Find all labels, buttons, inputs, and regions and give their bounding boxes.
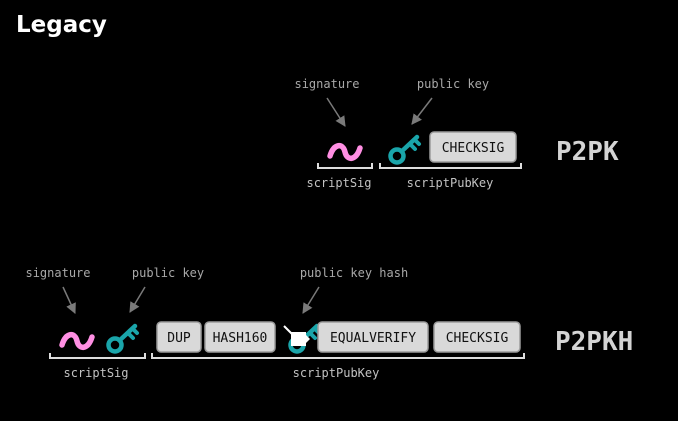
opcode-dup: DUP <box>156 321 202 353</box>
public-key-arrow <box>411 97 433 125</box>
scriptpubkey-label: scriptPubKey <box>293 366 380 380</box>
p2pk-script: signature public key CHECKSIG scriptSig … <box>294 77 618 190</box>
opcode-checksig: CHECKSIG <box>429 131 517 163</box>
signature-annotation: signature <box>294 77 359 91</box>
scriptsig-bracket <box>317 163 373 169</box>
tilde-wave-icon <box>62 335 92 348</box>
scriptsig-bracket <box>49 353 146 359</box>
tilde-wave-icon <box>330 146 360 159</box>
opcode-label: DUP <box>167 331 191 346</box>
public-key-hash-annotation: public key hash <box>300 266 408 280</box>
hashed-key-icon <box>283 326 319 352</box>
opcode-label: EQUALVERIFY <box>330 331 416 346</box>
opcode-label: CHECKSIG <box>446 331 509 346</box>
public-key-arrow <box>129 286 146 313</box>
public-key-annotation: public key <box>132 266 204 280</box>
key-icon <box>109 326 138 352</box>
scriptsig-label: scriptSig <box>306 176 371 190</box>
key-icon <box>391 137 420 163</box>
opcode-label: CHECKSIG <box>442 141 505 156</box>
opcode-hash160: HASH160 <box>204 321 276 353</box>
scriptpubkey-bracket <box>151 353 525 359</box>
scriptpubkey-label: scriptPubKey <box>407 176 494 190</box>
opcode-label: HASH160 <box>213 331 268 346</box>
script-type-name: P2PK <box>556 137 619 167</box>
opcode-checksig: CHECKSIG <box>433 321 521 353</box>
public-key-annotation: public key <box>417 77 489 91</box>
script-type-name: P2PKH <box>555 327 633 357</box>
public-key-hash-arrow <box>302 286 320 314</box>
scriptpubkey-bracket <box>379 163 522 169</box>
page-title: Legacy <box>16 12 107 38</box>
opcode-equalverify: EQUALVERIFY <box>317 321 429 353</box>
signature-arrow <box>62 286 76 314</box>
signature-arrow <box>326 97 346 127</box>
signature-annotation: signature <box>25 266 90 280</box>
p2pkh-script: signature public key public key hash DUP… <box>25 266 633 380</box>
scriptsig-label: scriptSig <box>63 366 128 380</box>
